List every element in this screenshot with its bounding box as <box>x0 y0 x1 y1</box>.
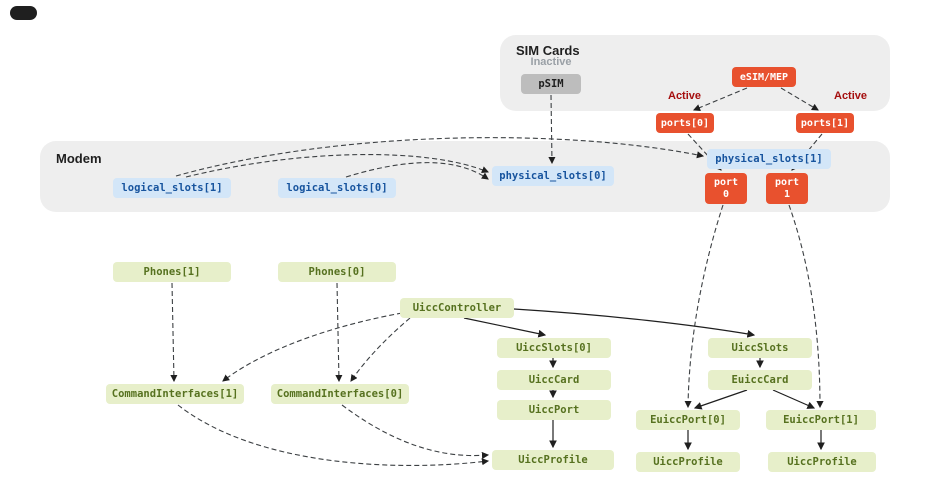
node-uicc-slots-0: UiccSlots[0] <box>497 338 611 358</box>
node-euicc-port-0: EuiccPort[0] <box>636 410 740 430</box>
node-uicc-profile-center: UiccProfile <box>492 450 614 470</box>
node-command-interfaces-0: CommandInterfaces[0] <box>271 384 409 404</box>
edge-command_interfaces_0-to-uicc_profile_center <box>341 404 490 460</box>
node-uicc-controller: UiccController <box>400 298 514 318</box>
node-phones-0: Phones[0] <box>278 262 396 282</box>
modem-group-title: Modem <box>56 151 102 166</box>
node-uicc-port: UiccPort <box>497 400 611 420</box>
node-logical-slots-1: logical_slots[1] <box>113 178 231 198</box>
node-logical-slots-0: logical_slots[0] <box>278 178 396 198</box>
node-port-0: port 0 <box>705 173 747 204</box>
port-1-line2: 1 <box>783 188 791 200</box>
port-1-line1: port <box>774 177 800 188</box>
edge-phones_1-to-command_interfaces_1 <box>170 282 178 383</box>
node-uicc-slots: UiccSlots <box>708 338 812 358</box>
node-euicc-port-1: EuiccPort[1] <box>766 410 876 430</box>
node-port-1: port 1 <box>766 173 808 204</box>
node-physical-slots-0: physical_slots[0] <box>492 166 614 186</box>
edge-uicc_controller-to-uicc_slots <box>513 308 756 338</box>
edge-euicc_card-to-euicc_port_1 <box>772 389 816 409</box>
node-command-interfaces-1: CommandInterfaces[1] <box>106 384 244 404</box>
node-uicc-profile-right: UiccProfile <box>768 452 876 472</box>
node-phones-1: Phones[1] <box>113 262 231 282</box>
node-uicc-profile-mid: UiccProfile <box>636 452 740 472</box>
edge-uicc_controller-to-command_interfaces_1 <box>222 312 403 382</box>
node-euicc-card: EuiccCard <box>708 370 812 390</box>
edge-command_interfaces_1-to-uicc_profile_center <box>177 404 490 467</box>
sim-cards-group-title: SIM Cards <box>516 43 580 58</box>
inactive-label: Inactive <box>530 56 572 68</box>
edge-euicc_card-to-euicc_port_0 <box>693 389 748 410</box>
port-0-line1: port <box>713 177 739 188</box>
node-uicc-card: UiccCard <box>497 370 611 390</box>
node-esim-mep: eSIM/MEP <box>732 67 796 87</box>
edge-uicc_controller-to-command_interfaces_0 <box>350 317 411 382</box>
edge-uicc_controller-to-uicc_slots_0 <box>463 317 547 338</box>
active-label-left: Active <box>668 90 702 102</box>
edge-phones_0-to-command_interfaces_0 <box>335 282 343 383</box>
port-0-line2: 0 <box>722 188 730 200</box>
node-physical-slots-1: physical_slots[1] <box>707 149 831 169</box>
corner-pill <box>10 6 37 20</box>
node-ports-1: ports[1] <box>796 113 854 133</box>
active-label-right: Active <box>834 90 868 102</box>
node-ports-0: ports[0] <box>656 113 714 133</box>
node-psim: pSIM <box>521 74 581 94</box>
